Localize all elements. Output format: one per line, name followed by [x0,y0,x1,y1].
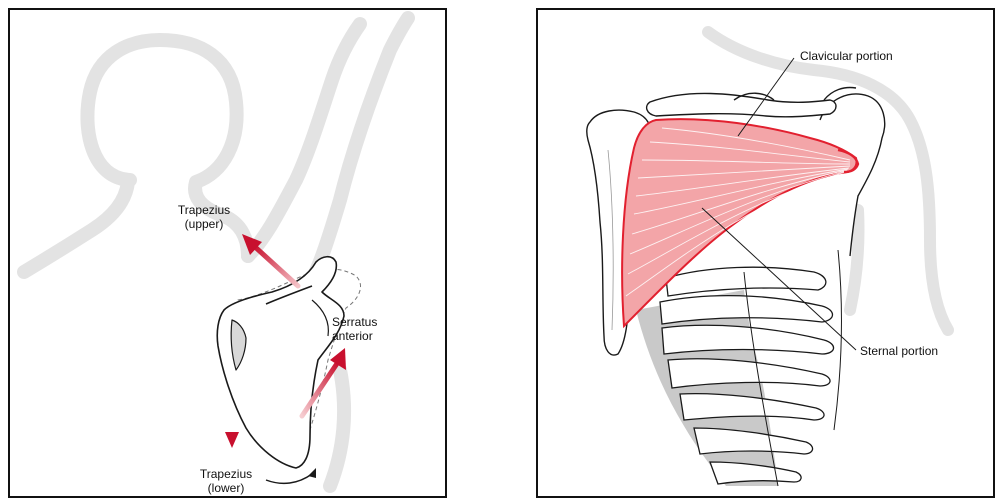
trapezius-upper-label: Trapezius (upper) [168,203,240,231]
trapezius-lower-label: Trapezius (lower) [190,467,262,495]
clavicle [647,93,836,117]
serratus-anterior-label: Serratus anterior [332,315,377,343]
label-line: (lower) [190,481,262,495]
pectoralis-major-panel: Clavicular portion Sternal portion [536,8,995,498]
label-line: (upper) [168,217,240,231]
scapula-movement-panel: Trapezius (upper) Serratus anterior Trap… [8,8,447,498]
rib-cage [636,250,841,486]
scapula-illustration [10,10,445,496]
label-line: Trapezius [168,203,240,217]
rotation-arrow [266,468,316,483]
sternal-portion-label: Sternal portion [860,344,938,358]
body-silhouette [24,18,408,486]
clavicular-portion-label: Clavicular portion [800,49,893,63]
label-line: Serratus [332,315,377,329]
label-line: Trapezius [190,467,262,481]
label-line: anterior [332,329,377,343]
chest-illustration [538,10,993,496]
